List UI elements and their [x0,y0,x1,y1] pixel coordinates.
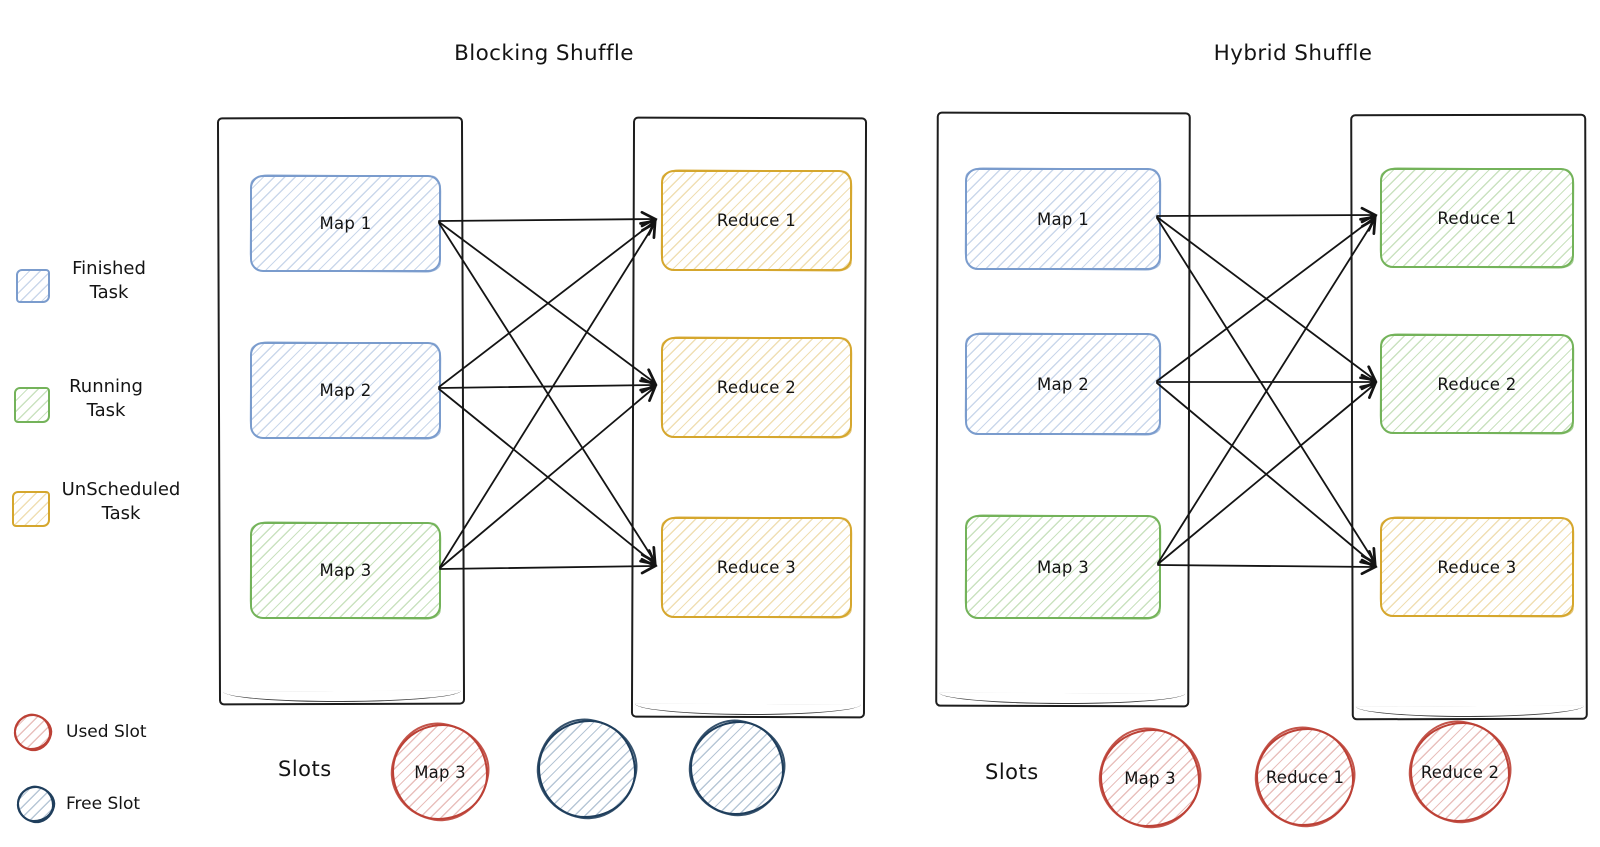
hybrid-slots-label: Slots [985,760,1039,784]
hybrid-reduce-1-node: Reduce 1 [1380,168,1574,268]
hybrid-reduce-1-label: Reduce 1 [1437,208,1517,228]
hybrid-slot-reduce-1-label: Reduce 1 [1265,767,1345,787]
running-task-swatch-icon [14,387,50,423]
blocking-map-1-label: Map 1 [319,214,372,233]
blocking-map-1-node: Map 1 [250,175,441,272]
hybrid-reduce-2-node: Reduce 2 [1380,334,1574,434]
legend-item-running-task: Running Task [69,376,143,421]
used-slot-swatch-icon [14,714,51,750]
blocking-map-2-node: Map 2 [250,342,441,439]
hybrid-map-3-node: Map 3 [965,515,1161,619]
blocking-map-3-label: Map 3 [319,561,372,580]
hybrid-slot-reduce-2-label: Reduce 2 [1420,762,1500,782]
finished-task-swatch-icon [16,269,50,303]
hybrid-reduce-2-label: Reduce 2 [1437,374,1517,394]
hybrid-slot-map-3-label: Map 3 [1124,768,1176,788]
hybrid-map-1-label: Map 1 [1036,209,1090,229]
blocking-slots-label: Slots [278,757,332,781]
legend-item-finished-task: Finished Task [72,258,146,303]
hybrid-map-1-node: Map 1 [965,168,1161,270]
hybrid-slot-reduce-2: Reduce 2 [1410,722,1510,822]
blocking-slot-free-1 [538,720,636,818]
hybrid-reduce-3-node: Reduce 3 [1380,517,1574,617]
blocking-reduce-2-node: Reduce 2 [661,337,852,438]
blocking-map-2-label: Map 2 [319,381,372,400]
unscheduled-task-swatch-icon [12,491,50,527]
legend-item-unscheduled-task: UnScheduled Task [61,479,181,524]
blocking-reduce-1-label: Reduce 1 [716,211,797,230]
blocking-map-3-node: Map 3 [250,522,441,619]
blocking-reduce-1-node: Reduce 1 [661,170,852,271]
hybrid-map-3-label: Map 3 [1036,557,1090,577]
blocking-slot-map-3-label: Map 3 [414,762,466,782]
hybrid-shuffle-title: Hybrid Shuffle [1213,41,1373,66]
blocking-reduce-3-label: Reduce 3 [716,558,797,577]
legend-item-used-slot: Used Slot [66,722,147,742]
hybrid-slot-map-3: Map 3 [1100,729,1200,827]
blocking-reduce-2-label: Reduce 2 [716,378,797,397]
blocking-slot-map-3: Map 3 [392,724,488,820]
hybrid-map-2-node: Map 2 [965,333,1161,435]
hybrid-map-2-label: Map 2 [1036,374,1090,394]
blocking-slot-free-2 [690,721,784,815]
blocking-shuffle-title: Blocking Shuffle [454,41,634,66]
hybrid-reduce-3-label: Reduce 3 [1437,557,1517,577]
free-slot-swatch-icon [17,786,54,822]
blocking-reduce-3-node: Reduce 3 [661,517,852,618]
legend-item-free-slot: Free Slot [66,794,141,814]
hybrid-slot-reduce-1: Reduce 1 [1256,728,1354,826]
